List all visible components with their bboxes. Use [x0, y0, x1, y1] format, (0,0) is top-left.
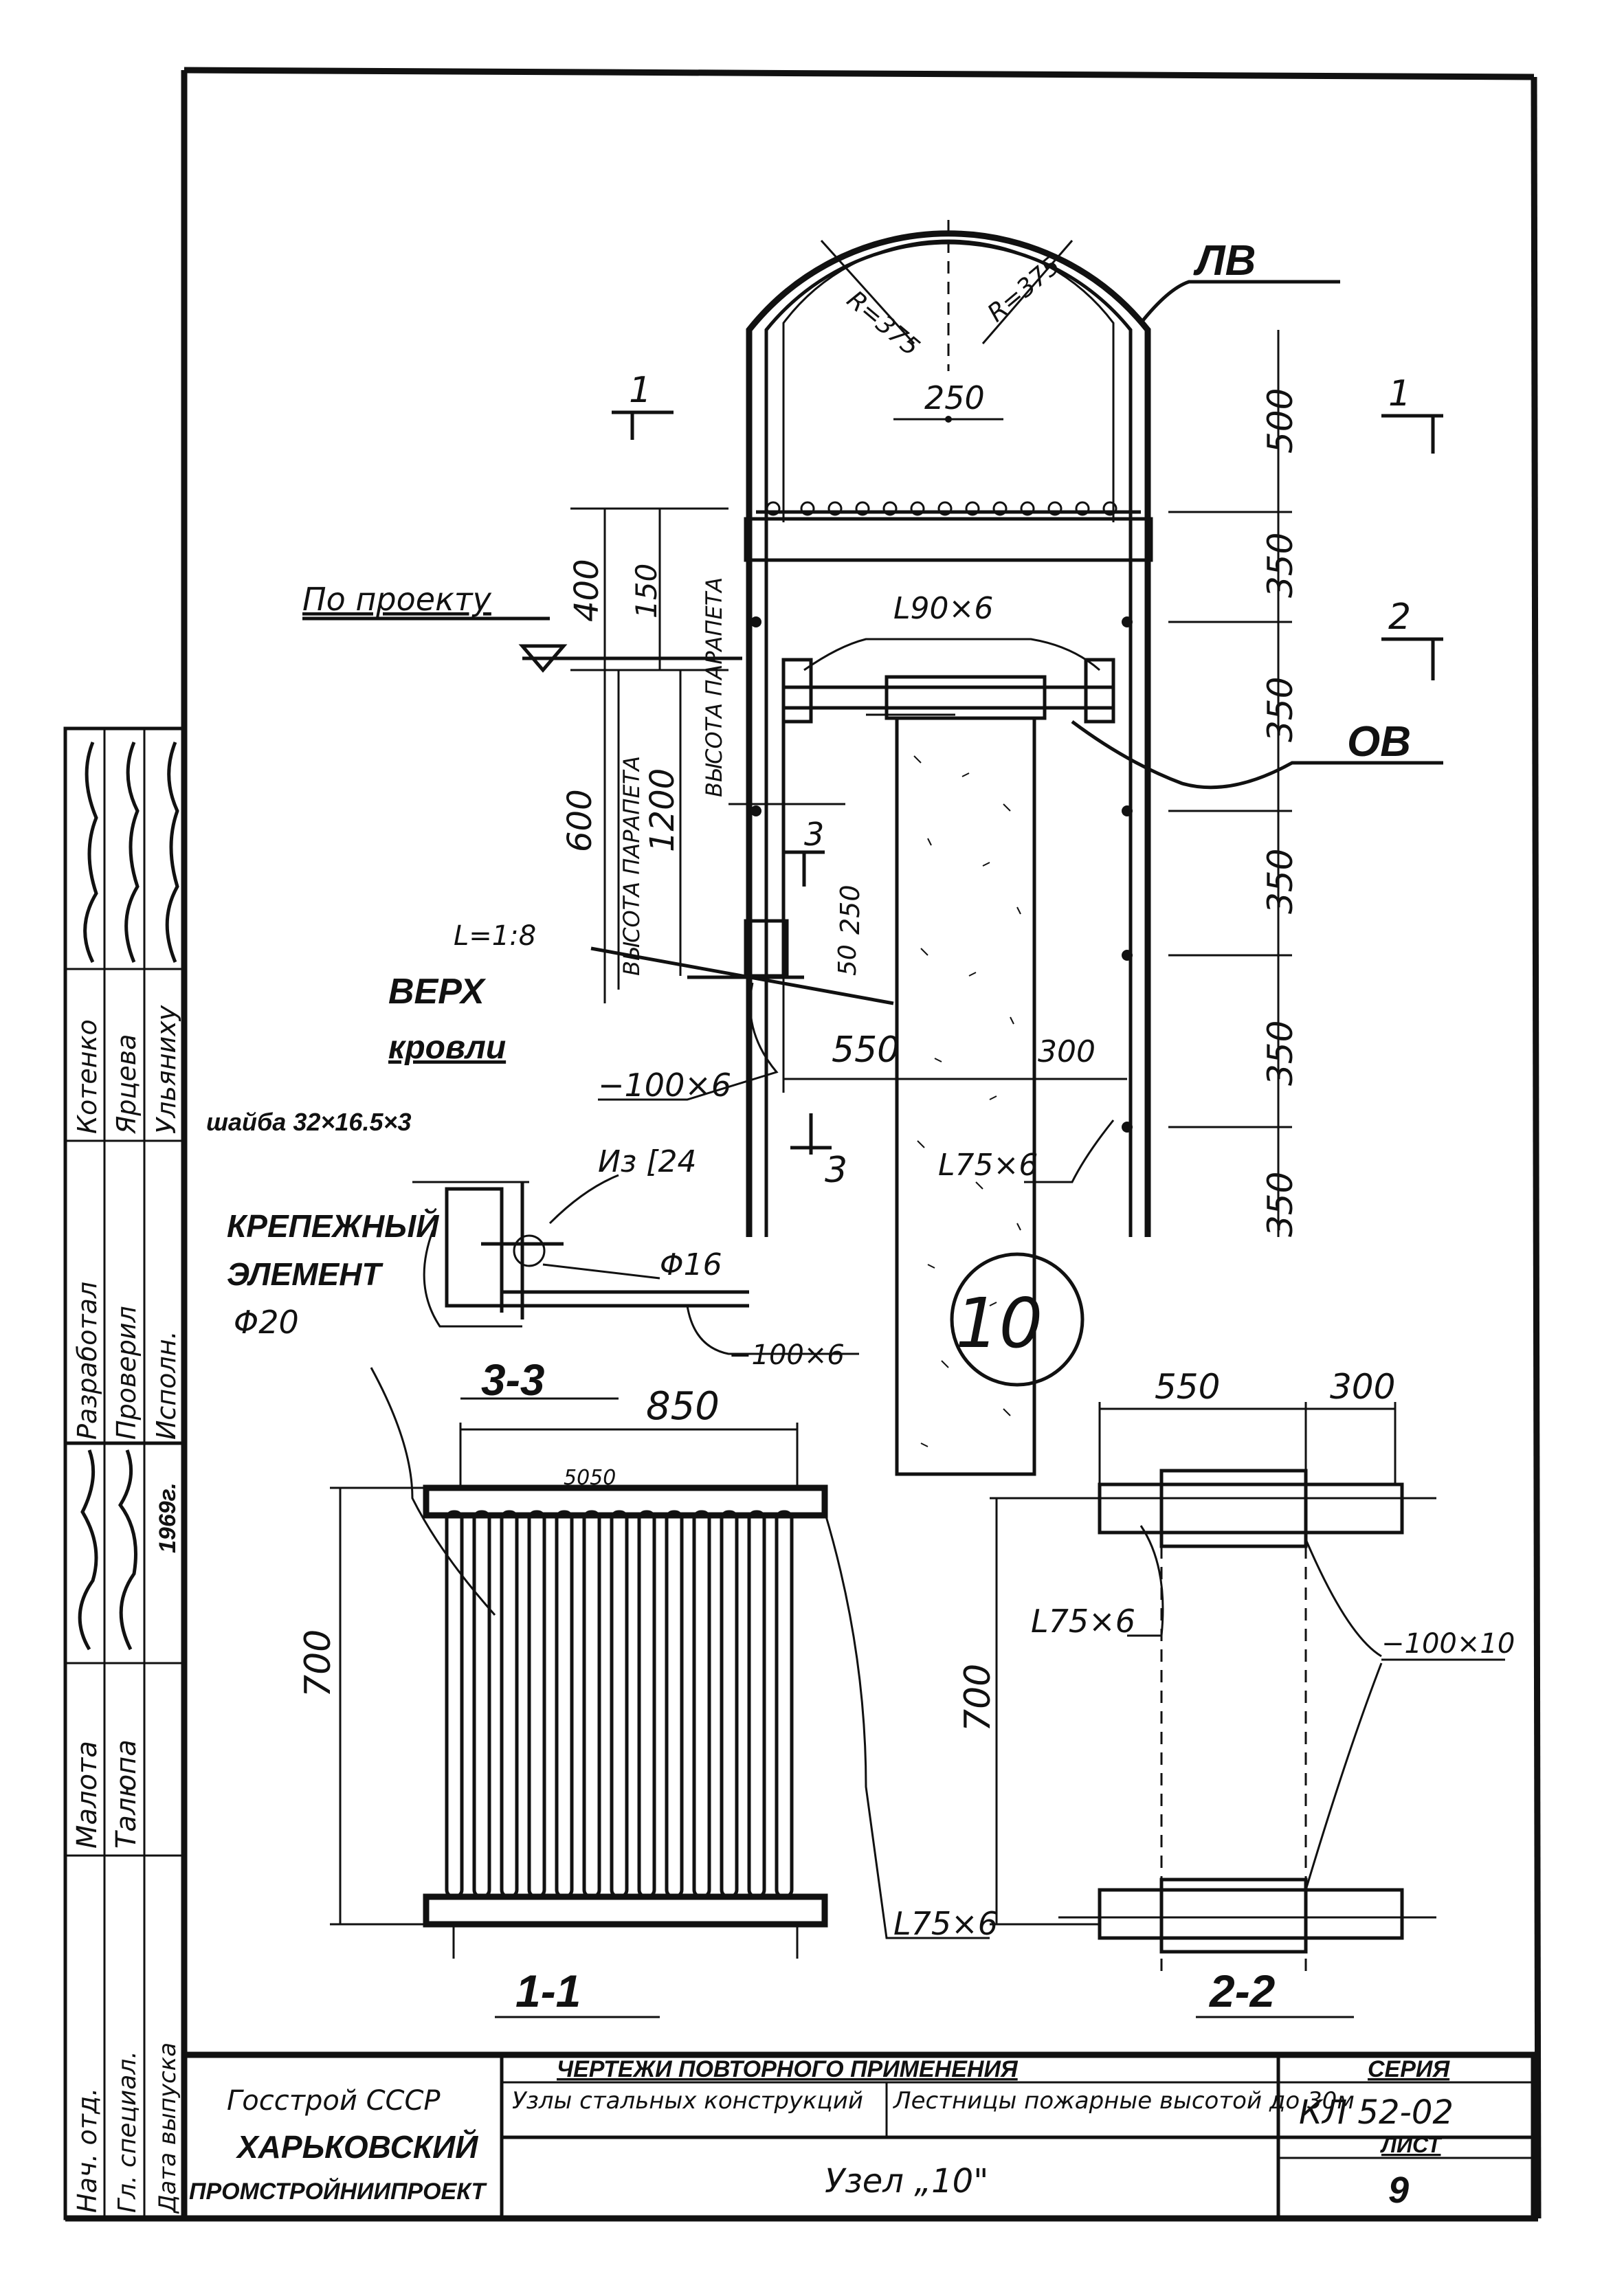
section-mark-2: 2 [1388, 597, 1411, 638]
section-mark-1-left: 1 [629, 370, 652, 411]
dim-700-s22: 700 [957, 1664, 999, 1732]
note-iz-c24: Из [24 [598, 1144, 696, 1179]
stamp-signature-6 [165, 742, 179, 963]
rungs-1-1 [445, 1510, 794, 1899]
section-mark-3-top: 3 [804, 816, 824, 853]
dim-350-b: 350 [1260, 677, 1300, 742]
tb-sheet-title: Узел „10" [825, 2162, 988, 2201]
tb-header: ЧЕРТЕЖИ ПОВТОРНОГО ПРИМЕНЕНИЯ [557, 2056, 1019, 2082]
section-mark-3-bottom: 3 [825, 1150, 847, 1191]
section-2-2 [990, 1402, 1505, 2018]
dim-angle-75x6-main: L75×6 [938, 1148, 1038, 1183]
dim-550-s22: 550 [1155, 1367, 1220, 1407]
tb-org-1: Госстрой СССР [227, 2085, 441, 2117]
tb-col2: Лестницы пожарные высотой до 30м [892, 2087, 1355, 2115]
dim-5050: 5050 [564, 1466, 616, 1490]
tb-list-label: ЛИСТ [1380, 2132, 1443, 2157]
dim-r375-left: R=375 [841, 285, 924, 361]
stamp-signature-5 [124, 742, 140, 963]
dim-plate-100x6-s33: −100×6 [728, 1339, 845, 1371]
note-verh-2: кровли [388, 1029, 506, 1066]
dim-250-side: 250 [835, 884, 865, 935]
dim-angle-75x6-s22: L75×6 [1031, 1603, 1135, 1640]
dim-r375-right: R=375 [982, 252, 1065, 328]
tb-seria-value: КЛ 52-02 [1299, 2093, 1454, 2132]
stamp-role-1: Нач. отд. [72, 2088, 102, 2213]
dim-350-e: 350 [1260, 1172, 1300, 1237]
tb-org-3: ПРОМСТРОЙНИИПРОЕКТ [189, 2178, 488, 2205]
stamp-role-3: Дата выпуска [154, 2042, 181, 2214]
note-shaiba: шайба 32×16.5×3 [206, 1108, 412, 1136]
label-ov: ОВ [1347, 718, 1411, 766]
stamp-role-5: Проверил [111, 1306, 142, 1440]
section-1-1 [330, 1367, 990, 2018]
stamp-role-2: Гл. специал. [113, 2051, 142, 2213]
label-lv: ЛВ [1193, 237, 1256, 285]
dimension-chain-right [1168, 330, 1292, 1237]
section-mark-1-right: 1 [1388, 373, 1411, 414]
dim-300-s22: 300 [1330, 1367, 1395, 1407]
dim-50: 50 [834, 944, 862, 976]
tb-seria-label: СЕРИЯ [1368, 2056, 1450, 2082]
title-section-2-2: 2-2 [1208, 1965, 1276, 2016]
tb-col1: Узлы стальных конструкций [512, 2087, 863, 2115]
note-krepezhny-2: ЭЛЕМЕНТ [227, 1256, 383, 1292]
dim-350-d: 350 [1260, 1021, 1300, 1086]
detail-number: 10 [955, 1283, 1043, 1363]
note-slope: L=1:8 [454, 920, 536, 952]
dim-400: 400 [568, 559, 606, 622]
tb-org-2: ХАРЬКОВСКИЙ [235, 2129, 478, 2165]
stamp-signature-2 [118, 1449, 137, 1651]
concrete-hatch [913, 755, 1021, 1447]
note-krepezhny-1: КРЕПЕЖНЫЙ [227, 1208, 439, 1244]
drawing-labels: ЛВ ОВ 10 1 1 2 3 3 R=375 R=375 250 500 3… [206, 237, 1515, 2016]
dim-600: 600 [561, 789, 599, 852]
dimension-chain-left [570, 507, 728, 1003]
stamp-date: 1969г. [155, 1482, 181, 1553]
dim-850: 850 [646, 1384, 720, 1429]
dim-250-top: 250 [924, 379, 985, 416]
tb-list-value: 9 [1388, 2170, 1409, 2211]
side-stamp: Нач. отд. Малота Гл. специал. Талюпа Дат… [63, 726, 186, 2220]
dim-350-c: 350 [1260, 849, 1300, 914]
dim-angle-90x6: L90×6 [893, 591, 993, 626]
dim-700-s11: 700 [298, 1629, 339, 1697]
dim-550-main: 550 [832, 1029, 900, 1071]
section-3-3 [412, 1174, 859, 1400]
title-section-3-3: 3-3 [481, 1355, 545, 1405]
ladder-elevation [302, 220, 1443, 1476]
dim-angle-75x6-s11: L75×6 [893, 1905, 998, 1942]
stamp-signature-4 [83, 742, 98, 964]
stamp-name-5: Ярцева [111, 1034, 142, 1135]
dim-500: 500 [1260, 388, 1300, 454]
dim-plate-100x6-main: −100×6 [598, 1067, 731, 1104]
rung-bolts [766, 501, 1117, 516]
title-section-1-1: 1-1 [515, 1965, 581, 2016]
stamp-name-4: Котенко [72, 1019, 102, 1134]
stamp-signature-1 [78, 1449, 98, 1651]
dim-150: 150 [630, 564, 663, 619]
title-block: Госстрой СССР ХАРЬКОВСКИЙ ПРОМСТРОЙНИИПР… [181, 2051, 1537, 2222]
note-verh-1: ВЕРХ [388, 972, 487, 1012]
stamp-name-2: Талюпа [111, 1739, 142, 1849]
dim-300-main: 300 [1038, 1034, 1095, 1069]
dim-phi20: Φ20 [234, 1304, 299, 1341]
dim-phi16: Φ16 [660, 1247, 722, 1282]
stamp-role-4: Разработал [72, 1282, 102, 1440]
stamp-name-6: Ульяниху [151, 1005, 181, 1134]
parapet-height-2: ВЫСОТА ПАРАПЕТА [701, 577, 727, 797]
dim-1200: 1200 [643, 768, 682, 852]
dim-350-a: 350 [1260, 533, 1300, 598]
dim-plate-100x10: −100×10 [1381, 1628, 1515, 1660]
stamp-role-6: Исполн. [151, 1330, 181, 1440]
note-po-proektu: По проекту [302, 581, 492, 618]
stamp-name-1: Малота [71, 1741, 103, 1849]
parapet-height-1: ВЫСОТА ПАРАПЕТА [619, 756, 645, 976]
